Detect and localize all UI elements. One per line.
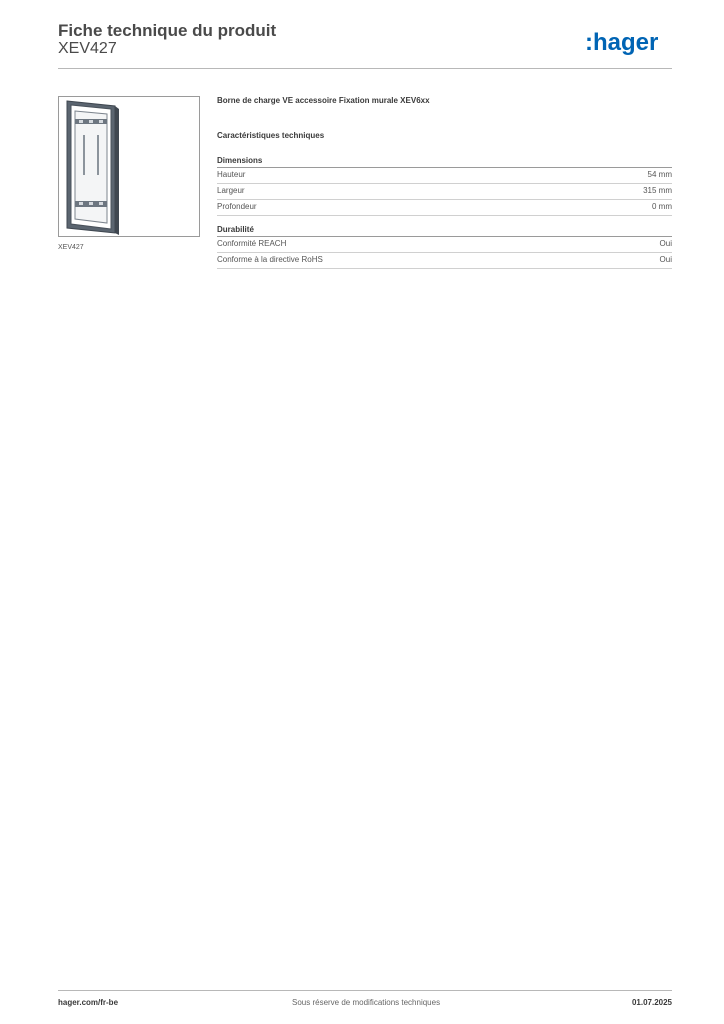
spec-row: Hauteur 54 mm [217, 168, 672, 184]
hager-logo-mark: :hager [585, 29, 658, 56]
spec-group-title: Durabilité [217, 224, 672, 237]
spec-label: Hauteur [217, 170, 246, 179]
header-divider [58, 68, 672, 69]
spec-row: Conforme à la directive RoHS Oui [217, 253, 672, 269]
spec-group-title: Dimensions [217, 155, 672, 168]
spec-row: Conformité REACH Oui [217, 237, 672, 253]
footer-website: hager.com/fr-be [58, 998, 119, 1007]
hager-logo: :hager [585, 29, 673, 61]
footer-date: 01.07.2025 [631, 998, 672, 1007]
hager-logo-text: :hager [585, 30, 658, 56]
specs-heading: Caractéristiques techniques [217, 131, 325, 140]
spec-row: Profondeur 0 mm [217, 200, 672, 216]
spec-label: Profondeur [217, 202, 257, 211]
spec-row: Largeur 315 mm [217, 184, 672, 200]
spec-value: 54 mm [647, 170, 672, 179]
product-image-frame [58, 96, 200, 237]
spec-label: Largeur [217, 186, 245, 195]
spec-value: Oui [659, 255, 672, 264]
spec-label: Conforme à la directive RoHS [217, 255, 323, 264]
spec-group-dimensions: Dimensions Hauteur 54 mm Largeur 315 mm … [217, 155, 672, 216]
product-image-caption: XEV427 [58, 244, 84, 251]
footer-notice: Sous réserve de modifications techniques [292, 998, 441, 1007]
spec-value: 0 mm [652, 202, 672, 211]
spec-label: Conformité REACH [217, 239, 287, 248]
page-title: Fiche technique du produit [58, 21, 277, 40]
spec-value: Oui [659, 239, 672, 248]
product-description: Borne de charge VE accessoire Fixation m… [217, 96, 430, 105]
product-code: XEV427 [58, 40, 117, 57]
wall-mount-frame-image [66, 100, 119, 235]
spec-group-durability: Durabilité Conformité REACH Oui Conforme… [217, 224, 672, 269]
footer-divider [58, 990, 672, 991]
spec-value: 315 mm [643, 186, 672, 195]
